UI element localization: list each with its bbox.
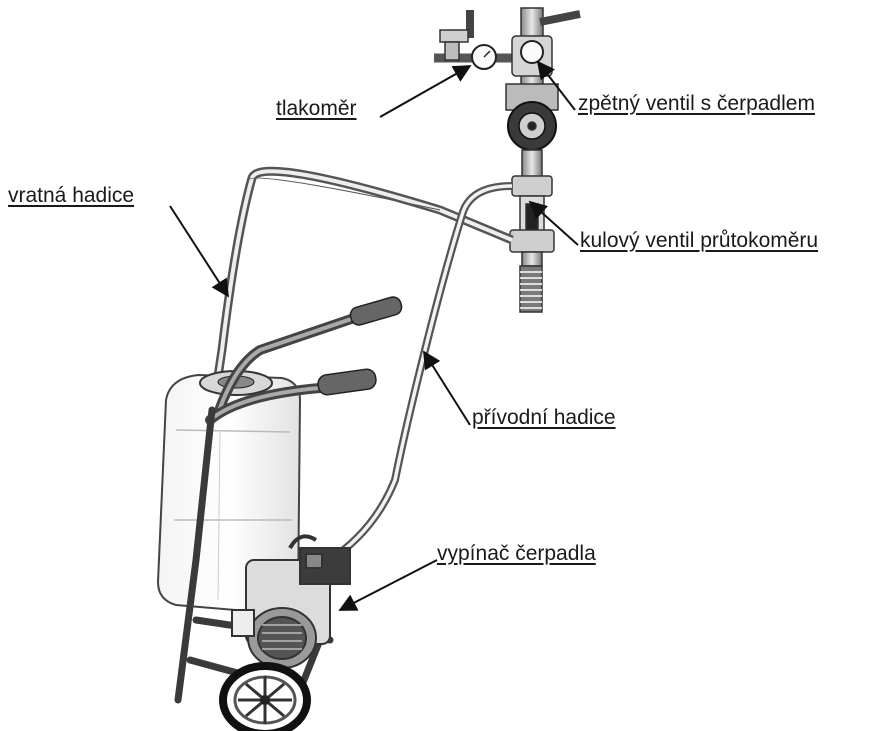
label-pressure-gauge: tlakoměr (276, 98, 357, 119)
leader-pump-switch (340, 560, 437, 610)
label-pump-switch: vypínač čerpadla (437, 543, 596, 564)
flex-hose (520, 266, 542, 312)
label-flowmeter-ball-valve: kulový ventil průtokoměru (580, 230, 818, 251)
leader-return-hose (170, 206, 228, 296)
label-supply-hose: přívodní hadice (472, 407, 616, 428)
valve-assembly (434, 8, 580, 312)
label-return-hose: vratná hadice (8, 185, 134, 206)
leader-supply-hose (424, 352, 470, 425)
label-check-valve-pump: zpětný ventil s čerpadlem (578, 93, 815, 114)
leader-pressure-gauge (380, 66, 470, 117)
check-valve-gauge (521, 41, 543, 63)
cart-handles (210, 295, 403, 420)
cart-wheel (223, 666, 307, 731)
